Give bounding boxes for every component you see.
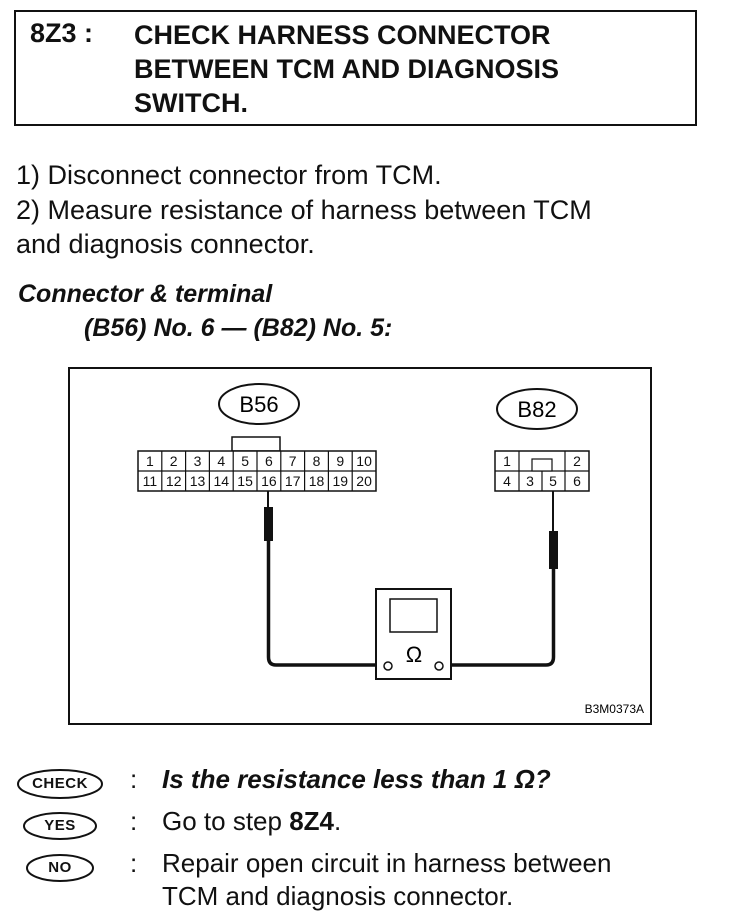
b56-terminal: 17 bbox=[285, 473, 301, 489]
yes-badge-label: YES bbox=[44, 817, 76, 834]
b82-terminal: 4 bbox=[503, 473, 511, 489]
b82-terminal: 2 bbox=[573, 453, 581, 469]
yes-answer-suffix: . bbox=[334, 806, 342, 836]
instruction-1: 1) Disconnect connector from TCM. bbox=[16, 160, 442, 190]
b82-label-ellipse bbox=[496, 388, 578, 430]
b82-terminal: 1 bbox=[503, 453, 511, 469]
b56-terminal: 8 bbox=[313, 453, 321, 469]
check-question: Is the resistance less than 1 Ω? bbox=[162, 764, 551, 794]
probe-tip-b56 bbox=[264, 507, 273, 541]
next-step-link[interactable]: 8Z4 bbox=[289, 806, 334, 836]
no-answer-line-1: Repair open circuit in harness between bbox=[162, 848, 612, 878]
b56-terminal: 12 bbox=[166, 473, 182, 489]
b56-connector-latch bbox=[231, 436, 281, 452]
b56-terminal: 11 bbox=[143, 473, 158, 489]
ohmmeter: Ω bbox=[375, 588, 452, 680]
b56-terminal: 2 bbox=[170, 453, 178, 469]
b82-terminal: 6 bbox=[573, 473, 581, 489]
b56-terminal: 1 bbox=[146, 453, 154, 469]
step-title-line-3: SWITCH. bbox=[134, 88, 248, 118]
b56-terminal: 4 bbox=[217, 453, 225, 469]
colon: : bbox=[130, 848, 138, 878]
no-badge-label: NO bbox=[48, 859, 72, 876]
ohmmeter-display bbox=[389, 598, 438, 633]
b82-terminal: 5 bbox=[549, 473, 557, 489]
check-badge: CHECK bbox=[16, 768, 104, 800]
step-header-box: 8Z3 : CHECK HARNESS CONNECTOR BETWEEN TC… bbox=[14, 10, 697, 126]
b56-terminal: 9 bbox=[336, 453, 344, 469]
b82-label: B82 bbox=[517, 397, 556, 422]
b56-terminal: 19 bbox=[333, 473, 349, 489]
colon: : bbox=[130, 764, 138, 794]
connector-terminal-label: Connector & terminal bbox=[18, 280, 273, 308]
probe-wire-b82 bbox=[444, 491, 558, 667]
connector-terminal-value: (B56) No. 6 — (B82) No. 5: bbox=[84, 314, 393, 342]
b56-label-ellipse bbox=[218, 383, 300, 425]
b56-terminal: 3 bbox=[194, 453, 202, 469]
b56-terminal: 16 bbox=[261, 473, 277, 489]
b56-terminal: 5 bbox=[241, 453, 249, 469]
probe-tip-b82 bbox=[549, 531, 558, 569]
colon: : bbox=[130, 806, 138, 836]
step-title: CHECK HARNESS CONNECTOR BETWEEN TCM AND … bbox=[134, 18, 559, 120]
instruction-2-continued: and diagnosis connector. bbox=[16, 229, 315, 259]
step-title-line-1: CHECK HARNESS CONNECTOR bbox=[134, 20, 551, 50]
b56-terminal: 15 bbox=[237, 473, 253, 489]
b56-terminal: 10 bbox=[356, 453, 372, 469]
step-title-line-2: BETWEEN TCM AND DIAGNOSIS bbox=[134, 54, 559, 84]
probe-wire-b56 bbox=[264, 491, 382, 667]
b82-key bbox=[531, 458, 553, 472]
yes-answer-text: Go to step bbox=[162, 806, 290, 836]
b56-terminal: 13 bbox=[190, 473, 206, 489]
figure-code: B3M0373A bbox=[585, 702, 644, 716]
yes-badge: YES bbox=[16, 810, 104, 842]
step-code: 8Z3 : bbox=[30, 18, 94, 48]
b56-terminal: 7 bbox=[289, 453, 297, 469]
no-answer-line-2: TCM and diagnosis connector. bbox=[162, 881, 514, 911]
b82-terminal: 3 bbox=[526, 473, 534, 489]
b56-terminal: 18 bbox=[309, 473, 325, 489]
yes-answer: Go to step 8Z4. bbox=[162, 806, 341, 837]
b82-connector: 1 2 4 3 5 6 bbox=[494, 450, 590, 492]
check-badge-label: CHECK bbox=[32, 775, 88, 792]
b56-terminal: 14 bbox=[214, 473, 230, 489]
ohmmeter-terminal-left bbox=[383, 661, 393, 671]
no-badge: NO bbox=[16, 852, 104, 884]
b56-label: B56 bbox=[239, 392, 278, 417]
ohmmeter-terminal-right bbox=[434, 661, 444, 671]
ohm-symbol: Ω bbox=[406, 642, 422, 667]
b56-terminal: 20 bbox=[356, 473, 372, 489]
instruction-2: 2) Measure resistance of harness between… bbox=[16, 195, 592, 225]
b56-terminal: 6 bbox=[265, 453, 273, 469]
